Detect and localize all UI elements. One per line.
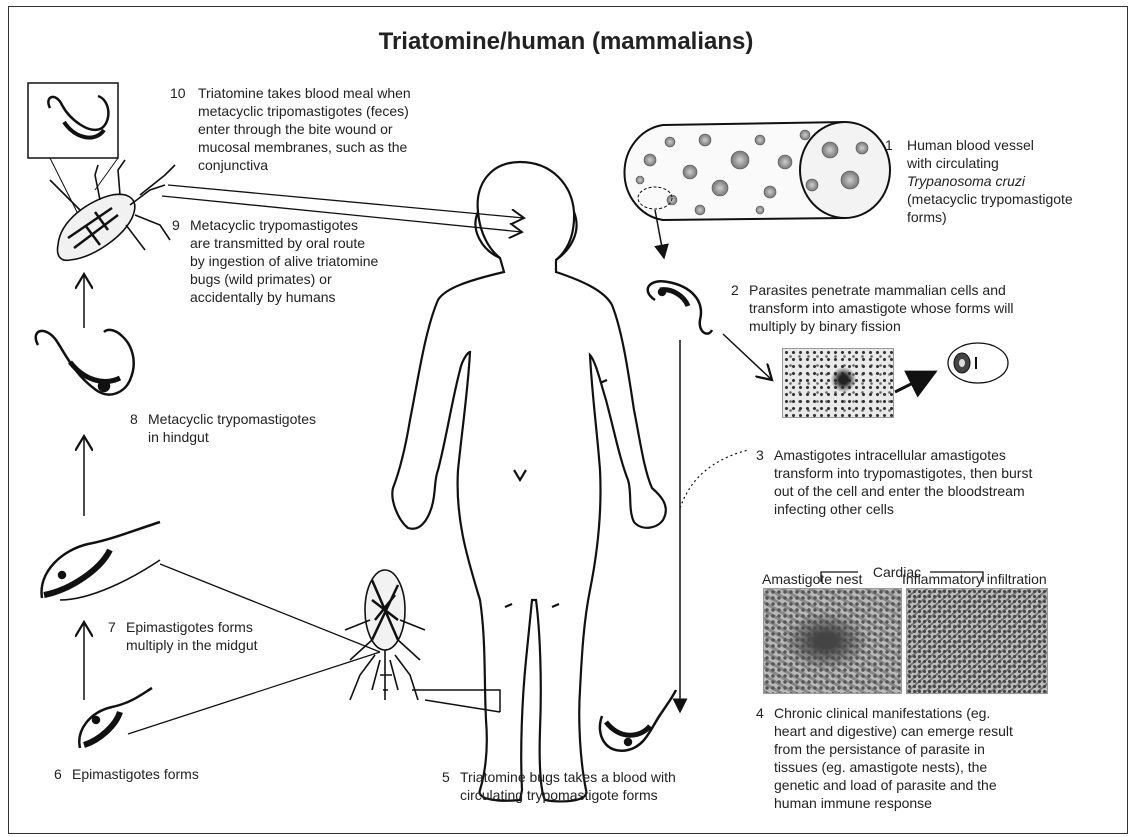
amastigote-nest-micrograph (763, 588, 902, 694)
trypomastigote-step5 (600, 690, 676, 751)
triatomine-bug-topleft (50, 160, 175, 260)
step-10-number: 10 (170, 84, 186, 102)
epimastigote-step7 (42, 522, 160, 600)
trypomastigote-step2 (648, 281, 712, 333)
step-7-text: Epimastigotes forms multiply in the midg… (126, 618, 326, 654)
step-9-text: Metacyclic trypomastigotes are transmitt… (190, 216, 450, 306)
step-7-number: 7 (108, 618, 116, 636)
step-1-line4: (metacyclic trypomastigote forms) (907, 190, 1117, 226)
inflammatory-infiltration-label: Inflammatory infiltration (902, 570, 1047, 588)
step-3-text: Amastigotes intracellular amastigotes tr… (774, 446, 1114, 518)
inflammatory-infiltration-micrograph (906, 588, 1048, 694)
amastigote-cell (948, 343, 1008, 383)
step-1-italic: Trypanosoma cruzi (907, 172, 1117, 190)
step-1-text: Human blood vessel with circulating Tryp… (907, 136, 1117, 226)
step-2-text: Parasites penetrate mammalian cells and … (749, 281, 1109, 335)
step-5-number: 5 (442, 768, 450, 786)
amastigote-nest-label: Amastigote nest (762, 570, 862, 588)
step-8-text: Metacyclic trypomastigotes in hindgut (148, 410, 368, 446)
step-5-text: Triatomine bugs takes a blood with circu… (460, 768, 750, 804)
step-4-text: Chronic clinical manifestations (eg. hea… (774, 704, 1114, 812)
step-2-number: 2 (731, 281, 739, 299)
step-6-number: 6 (54, 765, 62, 783)
step-4-number: 4 (756, 704, 764, 722)
step-3-number: 3 (756, 446, 764, 464)
step-8-number: 8 (130, 410, 138, 428)
step-9-number: 9 (172, 216, 180, 234)
step-6-text: Epimastigotes forms (72, 765, 272, 783)
blood-vessel-illustration (624, 122, 890, 258)
amastigote-infected-cell-micrograph (782, 348, 894, 418)
step-1-line2: with circulating (907, 154, 1117, 172)
epimastigote-step6 (79, 688, 152, 748)
step-1-line1: Human blood vessel (907, 136, 1117, 154)
triatomine-bug-center (345, 570, 425, 700)
trypomastigote-step8 (36, 330, 134, 395)
step-1-number: 1 (885, 136, 893, 154)
step-10-text: Triatomine takes blood meal when metacyc… (198, 84, 468, 174)
